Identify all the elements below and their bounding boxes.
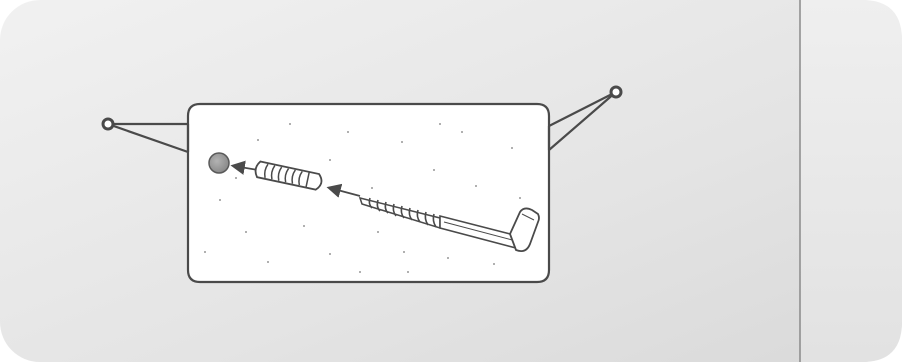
mount-point-left-marker [101,117,115,131]
drill-hole-icon [208,152,230,174]
leader-line-right [547,91,617,152]
leader-line-left-diagonal [107,122,189,154]
insert-arrow-plug [230,160,259,175]
zoom-callout [186,102,551,284]
leader-line-right-top [548,91,617,127]
leader-line-left [108,122,190,152]
insert-arrow-screw [326,183,361,198]
mount-point-right-marker [609,85,623,99]
side-panel [800,0,902,362]
hook-screw-icon [358,196,540,253]
wall-plug-icon [254,160,323,191]
